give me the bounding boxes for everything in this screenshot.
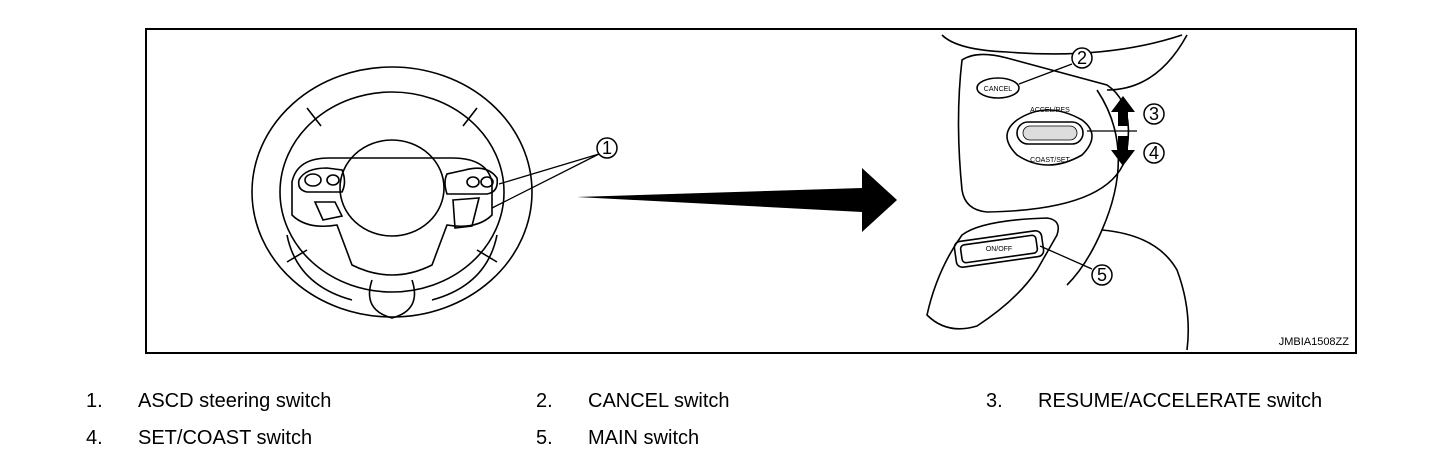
callout-1: 1 [491, 137, 618, 209]
legend-text: ASCD steering switch [138, 390, 332, 412]
lower-panel [926, 217, 1060, 330]
cancel-label: CANCEL [984, 86, 1013, 93]
on-off-button [959, 234, 1039, 264]
right-switch-cluster [444, 167, 499, 195]
coast-set-label: COAST/SET [1030, 157, 1070, 164]
direction-arrow [577, 168, 897, 232]
on-off-label: ON/OFF [986, 246, 1012, 253]
callout-2: 2 [1018, 47, 1093, 85]
wheel-outer-rim [251, 66, 533, 318]
callout-5: 5 [1039, 245, 1113, 286]
switch-detail [926, 34, 1189, 351]
callout-4: 4 [1143, 142, 1165, 164]
legend-number: 4. [86, 427, 103, 449]
wheel-inner-rim [279, 91, 505, 293]
callout-5-label: 5 [1097, 265, 1107, 285]
legend-text: MAIN switch [588, 427, 700, 449]
callout-4-label: 4 [1149, 143, 1159, 163]
diagram-frame: 1 CANCEL ACCEL/RES COAST/SET ON/OFF [145, 28, 1357, 354]
legend-number: 2. [536, 390, 553, 412]
legend-number: 3. [986, 390, 1003, 412]
wheel-hub [339, 139, 445, 237]
legend-number: 5. [536, 427, 553, 449]
steering-wheel [251, 66, 533, 319]
switch-panel [957, 53, 1130, 213]
callout-1-label: 1 [602, 138, 612, 158]
cancel-button [976, 77, 1020, 99]
accel-coast-switch-bezel [1006, 109, 1093, 166]
diagram-drawing: 1 CANCEL ACCEL/RES COAST/SET ON/OFF [251, 34, 1189, 351]
legend-number: 1. [86, 390, 103, 412]
callout-3: 3 [1143, 103, 1165, 125]
legend-text: CANCEL switch [588, 390, 730, 412]
down-arrow-icon [1111, 136, 1135, 166]
wheel-spokes [291, 157, 493, 276]
legend-text: RESUME/ACCELERATE switch [1038, 390, 1323, 412]
image-code: JMBIA1508ZZ [1278, 336, 1349, 348]
legend-text: SET/COAST switch [138, 427, 313, 449]
on-off-button-outer [953, 229, 1045, 269]
up-arrow-icon [1111, 96, 1135, 126]
accel-res-label: ACCEL/RES [1030, 107, 1070, 114]
left-switch-cluster [297, 167, 346, 193]
callout-3-label: 3 [1149, 104, 1159, 124]
callout-2-label: 2 [1077, 48, 1087, 68]
accel-coast-lever [1016, 121, 1084, 145]
